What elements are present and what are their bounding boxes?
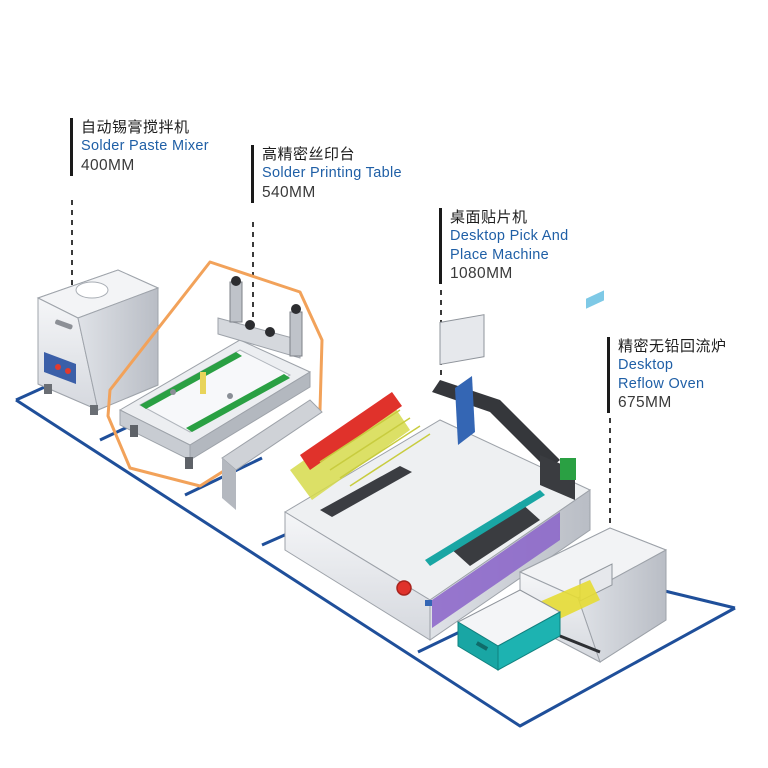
reflow-oven xyxy=(456,290,668,671)
pick-and-place-machine xyxy=(221,314,592,641)
pick-and-place-size: 1080MM xyxy=(450,265,513,283)
reflow-oven-size: 675MM xyxy=(618,394,672,412)
solder-paste-mixer xyxy=(36,269,160,415)
pick-and-place-name-cn: 桌面贴片机 xyxy=(450,208,528,226)
solder-paste-mixer-name-en: Solder Paste Mixer xyxy=(81,138,209,155)
solder-paste-mixer-size: 400MM xyxy=(81,156,135,174)
reflow-oven-name-en-line1: Desktop xyxy=(618,357,674,374)
solder-paste-mixer-name-cn: 自动锡膏搅拌机 xyxy=(81,118,190,136)
reflow-oven-name-cn: 精密无铅回流炉 xyxy=(618,337,727,355)
reflow-oven-name-en-line2: Reflow Oven xyxy=(618,375,705,392)
solder-printing-table xyxy=(106,260,324,488)
pick-and-place-name-en-line1: Desktop Pick And xyxy=(450,228,569,245)
printing-table-name-en: Solder Printing Table xyxy=(262,165,402,182)
printing-table-size: 540MM xyxy=(262,183,316,201)
label-pick-and-place: 桌面贴片机 Desktop Pick And Place Machine 108… xyxy=(439,208,569,285)
label-solder-printing-table: 高精密丝印台 Solder Printing Table 540MM xyxy=(251,145,402,203)
label-solder-paste-mixer: 自动锡膏搅拌机 Solder Paste Mixer 400MM xyxy=(70,118,209,176)
printing-table-name-cn: 高精密丝印台 xyxy=(262,145,356,163)
pick-and-place-name-en-line2: Place Machine xyxy=(450,246,550,263)
label-reflow-oven: 精密无铅回流炉 Desktop Reflow Oven 675MM xyxy=(607,337,727,414)
